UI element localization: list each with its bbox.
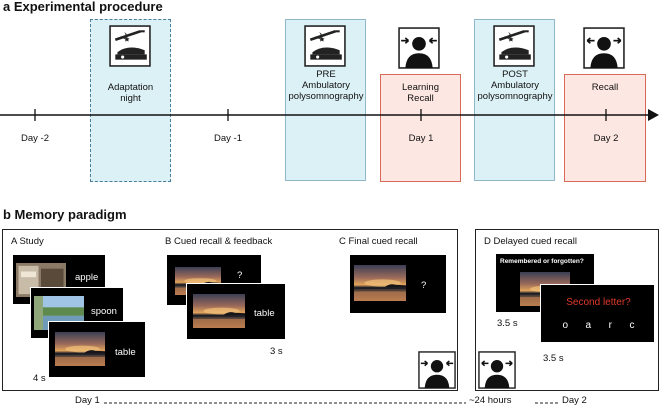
study-duration: 4 s xyxy=(33,373,46,384)
person-memory-out-icon xyxy=(478,350,516,390)
day-label: Day 2 xyxy=(593,133,619,144)
bed-icon xyxy=(493,25,535,67)
panel-b-title: B Cued recall & feedback xyxy=(165,236,273,247)
panel-d-title: D Delayed cued recall xyxy=(484,236,577,247)
second-letter-duration: 3.5 s xyxy=(543,353,564,364)
second-letter-screen: Second letter? o a r c xyxy=(540,284,655,343)
cue-question-mark: ? xyxy=(237,270,243,281)
timeline-axis xyxy=(0,109,659,121)
feedback-word: table xyxy=(254,308,275,319)
timeline-dashed-line xyxy=(104,402,559,404)
second-letter-prompt: Second letter? xyxy=(566,297,631,308)
study-screen-3: table xyxy=(48,321,146,378)
letter-options: o a r c xyxy=(562,320,635,331)
recall-label: Recall xyxy=(591,82,619,93)
study-word: spoon xyxy=(91,306,117,317)
post-polysomnography-label: POST Ambulatory polysomnography xyxy=(477,69,553,102)
timeline-end-label: Day 2 xyxy=(562,395,587,406)
timeline-start-label: Day 1 xyxy=(75,395,100,406)
recall-box xyxy=(564,74,646,182)
cue-image xyxy=(354,265,406,301)
section-a-title: a Experimental procedure xyxy=(3,0,163,14)
post-polysomnography-box xyxy=(474,19,555,181)
panel-c-title: C Final cued recall xyxy=(339,236,418,247)
bed-icon xyxy=(109,25,151,67)
person-memory-in-icon xyxy=(418,350,456,390)
feedback-duration: 3 s xyxy=(270,346,283,357)
study-word: table xyxy=(115,347,136,358)
learning-recall-box xyxy=(380,74,461,182)
feedback-screen: table xyxy=(186,283,286,340)
feedback-image xyxy=(193,294,245,328)
person-memory-in-icon xyxy=(398,27,440,69)
study-image xyxy=(55,332,105,366)
panel-a-title: A Study xyxy=(11,236,44,247)
section-b-title: b Memory paradigm xyxy=(3,207,127,222)
study-word: apple xyxy=(75,272,99,283)
day-label: Day 1 xyxy=(408,133,434,144)
learning-recall-label: Learning Recall xyxy=(402,82,439,104)
remembered-question: Remembered or forgotten? xyxy=(500,258,584,265)
adaptation-night-label: Adaptation night xyxy=(107,82,154,104)
remembered-duration: 3.5 s xyxy=(497,318,518,329)
timeline-gap-label: ~24 hours xyxy=(469,395,512,406)
day-label: Day -2 xyxy=(21,133,49,144)
cue-question-mark: ? xyxy=(421,280,427,291)
day-label: Day -1 xyxy=(214,133,242,144)
pre-polysomnography-label: PRE Ambulatory polysomnography xyxy=(288,69,364,102)
final-recall-screen: ? xyxy=(349,254,447,314)
bed-icon xyxy=(304,25,346,67)
person-memory-out-icon xyxy=(583,27,625,69)
